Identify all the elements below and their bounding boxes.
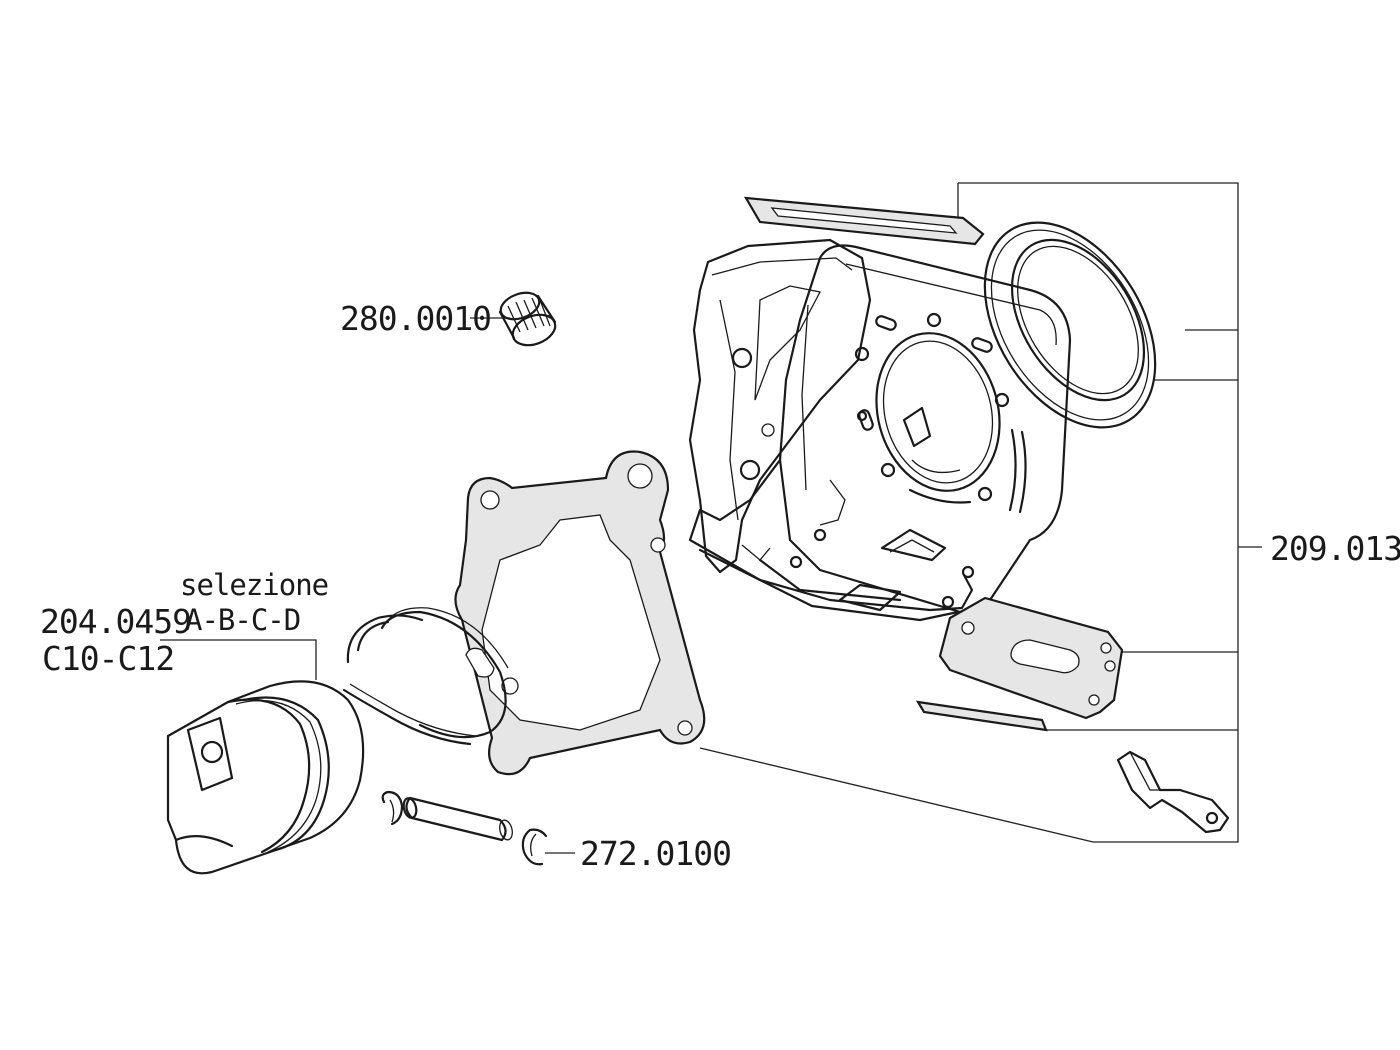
label-needle-bearing: 280.0010 xyxy=(340,299,491,338)
exhaust-valve xyxy=(1116,750,1230,834)
base-gasket xyxy=(454,450,706,776)
o-ring-inner-inner-edge xyxy=(1017,245,1139,395)
exhaust-gasket xyxy=(938,596,1124,720)
piston-rings xyxy=(342,607,509,746)
piston xyxy=(166,680,365,875)
label-piston-pin-clips: 272.0100 xyxy=(580,834,731,873)
cylinder-body xyxy=(688,238,1072,622)
o-ring-inner xyxy=(1010,238,1146,402)
o-ring-outer-inner-edge xyxy=(990,229,1150,421)
needle-bearing xyxy=(498,291,557,347)
label-selection-grades: A-B-C-D xyxy=(185,603,300,637)
label-piston: 204.0459 xyxy=(40,602,191,641)
leader-lines xyxy=(160,182,1262,854)
head-gasket xyxy=(743,196,985,246)
cylinder-bore xyxy=(875,332,1001,492)
o-ring-outer xyxy=(983,221,1157,429)
exhaust-seal xyxy=(915,700,1048,732)
label-selection-title: selezione xyxy=(180,568,328,602)
label-piston-variant: C10-C12 xyxy=(42,639,174,678)
cylinder-o-rings xyxy=(983,221,1157,429)
piston-pin-and-clips xyxy=(381,790,548,866)
leader-piston xyxy=(160,639,317,680)
leader-cylinder-bracket xyxy=(699,182,1239,843)
label-cylinder-kit: 209.0133 xyxy=(1270,529,1400,568)
